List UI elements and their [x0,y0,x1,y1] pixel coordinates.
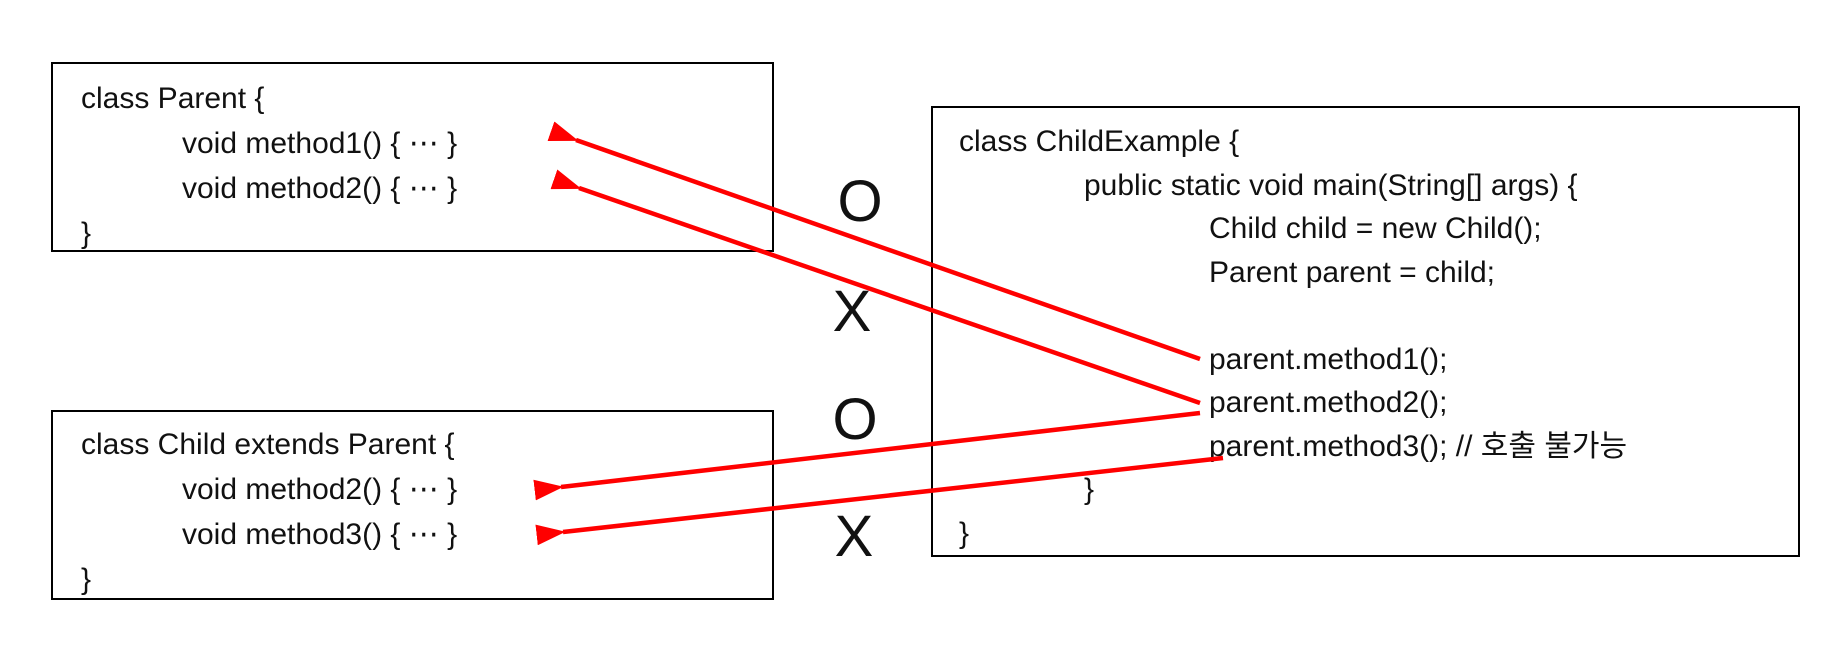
code-line: } [81,217,92,250]
code-line: } [959,516,970,550]
code-line: void method3() { ⋯ } [182,518,458,551]
code-line: void method2() { ⋯ } [182,473,458,506]
child-class-box: class Child extends Parent { void method2… [51,410,774,600]
parent-class-box: class Parent { void method1() { ⋯ } void m… [51,62,774,252]
call-allowed-label: O [837,169,883,234]
code-line: void method1() { ⋯ } [182,127,458,160]
code-line: Child child = new Child(); [1209,212,1542,245]
code-line: void method2() { ⋯ } [182,172,458,205]
call-blocked-label: X [834,504,874,569]
code-line [933,294,1798,338]
code-line: class Child extends Parent { [81,428,455,461]
child-example-class-box: class ChildExample { public static void m… [931,106,1800,557]
code-line: public static void main(String[] args) { [1084,168,1578,202]
code-line: class Parent { [81,82,265,115]
code-line: parent.method1(); [1209,342,1448,376]
code-line: parent.method2(); [1209,386,1448,419]
code-line: } [1084,473,1095,506]
call-blocked-label: X [832,279,872,344]
code-line: class ChildExample { [959,125,1240,158]
code-line: Parent parent = child; [1209,255,1496,289]
call-allowed-label: O [832,387,878,452]
code-line: } [81,563,92,596]
code-line: parent.method3(); // 호출 불가능 [1209,429,1628,463]
